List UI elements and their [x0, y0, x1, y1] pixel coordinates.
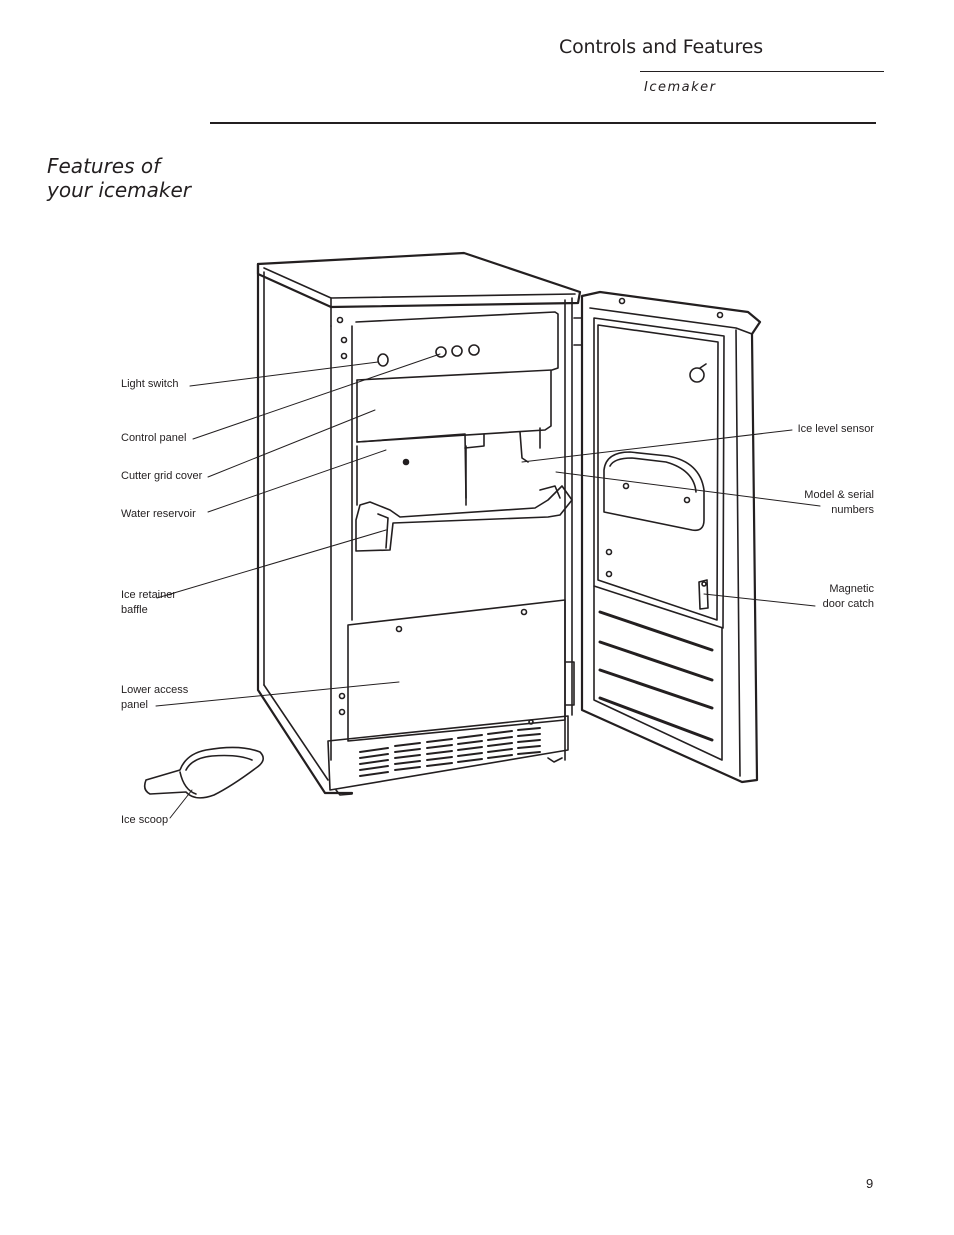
label-light-switch: Light switch — [121, 378, 179, 390]
label-ice-retainer-baffle: Ice retainer baffle — [121, 588, 176, 618]
page-title-line2: your icemaker — [47, 178, 192, 202]
label-ice-retainer-baffle-line1: Ice retainer — [121, 589, 177, 601]
label-model-serial-line2: numbers — [831, 504, 874, 516]
label-lower-access-panel: Lower access panel — [121, 683, 188, 713]
label-model-serial: Model & serial numbers — [760, 488, 874, 518]
label-ice-level-sensor: Ice level sensor — [797, 423, 874, 435]
header-rule — [640, 71, 884, 72]
label-ice-retainer-baffle-line2: baffle — [121, 604, 148, 616]
label-ice-scoop: Ice scoop — [121, 814, 169, 826]
label-lower-access-panel-line1: Lower access — [121, 684, 189, 696]
label-magnetic-door-catch: Magnetic door catch — [760, 582, 874, 612]
label-cutter-grid-cover: Cutter grid cover — [121, 470, 203, 482]
label-water-reservoir: Water reservoir — [121, 508, 196, 520]
page-number: 9 — [866, 1176, 874, 1191]
label-magnetic-door-catch-line1: Magnetic — [829, 583, 874, 595]
page-title: Features of your icemaker — [47, 154, 191, 202]
label-magnetic-door-catch-line2: door catch — [822, 598, 874, 610]
page-title-line1: Features of — [47, 154, 161, 178]
main-divider — [210, 122, 876, 124]
section-header-title: Controls and Features — [559, 36, 763, 58]
label-lower-access-panel-line2: panel — [121, 699, 148, 711]
label-model-serial-line1: Model & serial — [804, 489, 874, 501]
section-header-subtitle: Icemaker — [644, 80, 717, 95]
label-control-panel: Control panel — [121, 432, 187, 444]
